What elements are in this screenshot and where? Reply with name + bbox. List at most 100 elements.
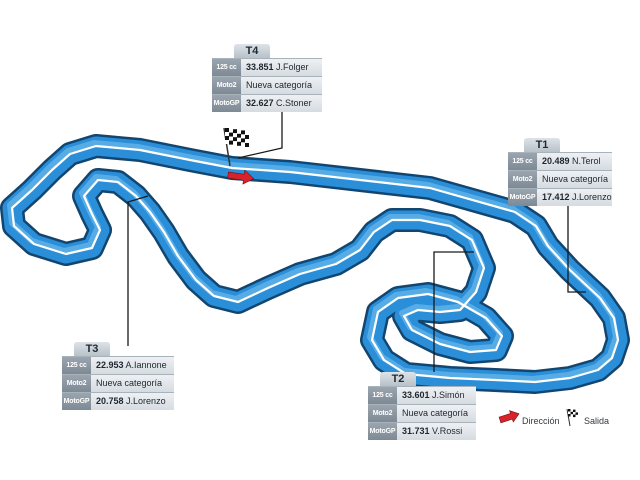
rider-name: Nueva categoría bbox=[96, 378, 163, 388]
leader-line-t4 bbox=[237, 112, 283, 159]
flag-cell bbox=[225, 132, 229, 136]
time-value: 20.758 J.Lorenzo bbox=[91, 393, 174, 410]
lap-time: 22.953 bbox=[96, 360, 124, 370]
time-value: 17.412 J.Lorenzo bbox=[537, 189, 612, 206]
rider-name: Nueva categoría bbox=[402, 408, 469, 418]
sector-title-t2: T2 bbox=[380, 372, 416, 386]
category-label: MotoGP bbox=[368, 423, 397, 440]
category-label: Moto2 bbox=[212, 77, 241, 94]
legend-arrow-icon bbox=[498, 410, 520, 424]
time-value: Nueva categoría bbox=[537, 171, 612, 188]
sector-row: MotoGP 31.731 V.Rossi bbox=[368, 422, 476, 440]
legend-direction-label: Dirección bbox=[522, 416, 560, 426]
sector-panel-t3: T3 125 cc 22.953 A.Iannone Moto2 Nueva c… bbox=[62, 342, 174, 410]
sector-row: Moto2 Nueva categoría bbox=[508, 170, 612, 188]
time-value: Nueva categoría bbox=[241, 77, 322, 94]
category-label: Moto2 bbox=[368, 405, 397, 422]
category-label: MotoGP bbox=[212, 95, 241, 112]
time-value: 33.601 J.Simón bbox=[397, 387, 476, 404]
flag-cell bbox=[229, 132, 233, 137]
time-value: 20.489 N.Terol bbox=[537, 153, 612, 170]
rider-name: C.Stoner bbox=[276, 98, 312, 108]
flag-cell bbox=[573, 414, 576, 418]
category-label: 125 cc bbox=[212, 59, 241, 76]
flag-cell bbox=[575, 409, 578, 413]
category-label: 125 cc bbox=[508, 153, 537, 170]
flag-cell bbox=[245, 139, 249, 143]
category-label: Moto2 bbox=[62, 375, 91, 392]
flag-cell bbox=[237, 141, 241, 146]
rider-name: A.Iannone bbox=[125, 360, 167, 370]
time-value: Nueva categoría bbox=[397, 405, 476, 422]
flag-cell bbox=[233, 133, 237, 138]
rider-name: J.Folger bbox=[276, 62, 309, 72]
sector-row: 125 cc 33.601 J.Simón bbox=[368, 386, 476, 404]
legend-start-label: Salida bbox=[584, 416, 610, 426]
red-arrow-icon bbox=[227, 169, 255, 185]
sector-row: MotoGP 20.758 J.Lorenzo bbox=[62, 392, 174, 410]
category-label: MotoGP bbox=[508, 189, 537, 206]
flag-cell bbox=[575, 412, 578, 415]
flag-cell bbox=[229, 136, 233, 141]
flag-cell bbox=[225, 140, 229, 144]
lap-time: 33.601 bbox=[402, 390, 430, 400]
flag-cell bbox=[570, 411, 573, 415]
sector-panel-t2: T2 125 cc 33.601 J.Simón Moto2 Nueva cat… bbox=[368, 372, 476, 440]
sector-row: 125 cc 33.851 J.Folger bbox=[212, 58, 322, 76]
sector-leaders bbox=[127, 112, 586, 372]
flag-cell bbox=[233, 141, 237, 146]
category-label: MotoGP bbox=[62, 393, 91, 410]
sector-row: MotoGP 17.412 J.Lorenzo bbox=[508, 188, 612, 206]
flag-cell bbox=[237, 137, 241, 142]
flag-cell bbox=[245, 143, 249, 147]
legend-flag-icon bbox=[566, 408, 578, 427]
flag-cell bbox=[568, 411, 571, 414]
category-label: 125 cc bbox=[368, 387, 397, 404]
flag-cell bbox=[229, 140, 233, 145]
sector-panel-t1: T1 125 cc 20.489 N.Terol Moto2 Nueva cat… bbox=[508, 138, 612, 206]
sector-row: Moto2 Nueva categoría bbox=[212, 76, 322, 94]
flag-cell bbox=[241, 138, 245, 143]
flag-cell bbox=[241, 142, 245, 147]
flag-cell bbox=[237, 129, 241, 134]
sector-row: Moto2 Nueva categoría bbox=[62, 374, 174, 392]
rider-name: Nueva categoría bbox=[542, 174, 609, 184]
lap-time: 32.627 bbox=[246, 98, 274, 108]
flag-cell bbox=[568, 414, 571, 417]
rider-name: N.Terol bbox=[572, 156, 601, 166]
flag-cell bbox=[575, 414, 578, 418]
time-value: 31.731 V.Rossi bbox=[397, 423, 476, 440]
time-value: 22.953 A.Iannone bbox=[91, 357, 174, 374]
rider-name: J.Lorenzo bbox=[572, 192, 612, 202]
checkered-flag-icon bbox=[223, 127, 249, 167]
leader-line-t1 bbox=[567, 206, 586, 293]
sector-row: Moto2 Nueva categoría bbox=[368, 404, 476, 422]
flag-cell bbox=[573, 412, 576, 415]
sector-row: 125 cc 22.953 A.Iannone bbox=[62, 356, 174, 374]
flag-cell bbox=[241, 134, 245, 139]
sector-panel-t4: T4 125 cc 33.851 J.Folger Moto2 Nueva ca… bbox=[212, 44, 322, 112]
sector-title-t1: T1 bbox=[524, 138, 560, 152]
rider-name: J.Lorenzo bbox=[126, 396, 166, 406]
category-label: Moto2 bbox=[508, 171, 537, 188]
lap-time: 20.758 bbox=[96, 396, 124, 406]
rider-name: V.Rossi bbox=[432, 426, 463, 436]
lap-time: 20.489 bbox=[542, 156, 570, 166]
sector-title-t3: T3 bbox=[74, 342, 110, 356]
flag-cell bbox=[570, 414, 573, 417]
sector-title-t4: T4 bbox=[234, 44, 270, 58]
flag-cell bbox=[245, 135, 249, 139]
flag-cell bbox=[568, 409, 571, 412]
sector-row: 125 cc 20.489 N.Terol bbox=[508, 152, 612, 170]
flag-cell bbox=[245, 131, 249, 135]
flag-cell bbox=[233, 129, 237, 134]
flag-cell bbox=[241, 130, 245, 135]
leader-line-t3 bbox=[127, 195, 149, 346]
lap-time: 31.731 bbox=[402, 426, 430, 436]
lap-time: 17.412 bbox=[542, 192, 570, 202]
time-value: 32.627 C.Stoner bbox=[241, 95, 322, 112]
flag-cell bbox=[237, 133, 241, 138]
flag-cell bbox=[225, 128, 229, 132]
sector-row: MotoGP 32.627 C.Stoner bbox=[212, 94, 322, 112]
